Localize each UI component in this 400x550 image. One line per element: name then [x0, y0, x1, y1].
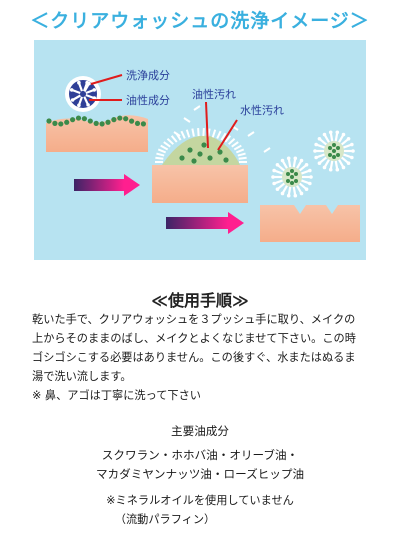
usage-title: ≪使用手順≫ [151, 291, 249, 310]
mineral-oil-note: ※ミネラルオイルを使用していません （流動パラフィン） [0, 491, 400, 529]
note-line-2: （流動パラフィン） [114, 513, 216, 526]
label-oil-component: 油性成分 [126, 93, 170, 107]
ingredients-list: スクワラン・ホホバ油・オリーブ油・ マカダミヤンナッツ油・ローズヒップ油 [0, 446, 400, 484]
micelle-1 [271, 156, 313, 198]
ingredients-title: 主要油成分 [171, 424, 229, 438]
label-cleansing-component: 洗浄成分 [126, 68, 170, 82]
process-arrow-2 [166, 212, 244, 234]
label-oil-stain: 油性汚れ [192, 87, 236, 101]
usage-instructions: 乾いた手で、クリアウォッシュを３プッシュ手に取り、メイクの 上からそのままのばし… [32, 310, 378, 405]
cleansing-molecule [65, 76, 101, 112]
ingredients-line-1: スクワラン・ホホバ油・オリーブ油・ [101, 448, 299, 462]
cleansing-diagram: 洗浄成分 油性成分 油性汚れ 水性汚れ [34, 40, 366, 260]
label-water-stain: 水性汚れ [240, 103, 284, 117]
stage-2-lifting [152, 105, 271, 203]
skin-block-2 [152, 165, 248, 203]
usage-line-2: 上からそのままのばし、メイクとよくなじませて下さい。この時 [32, 332, 356, 345]
skin-block-3 [260, 205, 360, 242]
usage-line-4: 湯で洗い流します。 [32, 370, 132, 383]
stage-3-clean-skin [260, 130, 360, 242]
ingredients-line-2: マカダミヤンナッツ油・ローズヒップ油 [95, 467, 305, 481]
micelle-2 [313, 130, 355, 172]
skin-block-1 [46, 115, 148, 152]
note-line-1: ※ミネラルオイルを使用していません [106, 494, 294, 507]
page-title: ＜クリアウォッシュの洗浄イメージ＞ [30, 10, 370, 32]
usage-line-3: ゴシゴシこする必要はありません。この後すぐ、水またはぬるま [32, 351, 356, 364]
stage-1-skin-with-makeup [46, 115, 148, 152]
usage-line-1: 乾いた手で、クリアウォッシュを３プッシュ手に取り、メイクの [32, 313, 356, 326]
process-arrow-1 [74, 174, 140, 196]
usage-note: ※ 鼻、アゴは丁寧に洗って下さい [32, 389, 201, 402]
makeup-oil-dots [46, 115, 146, 127]
